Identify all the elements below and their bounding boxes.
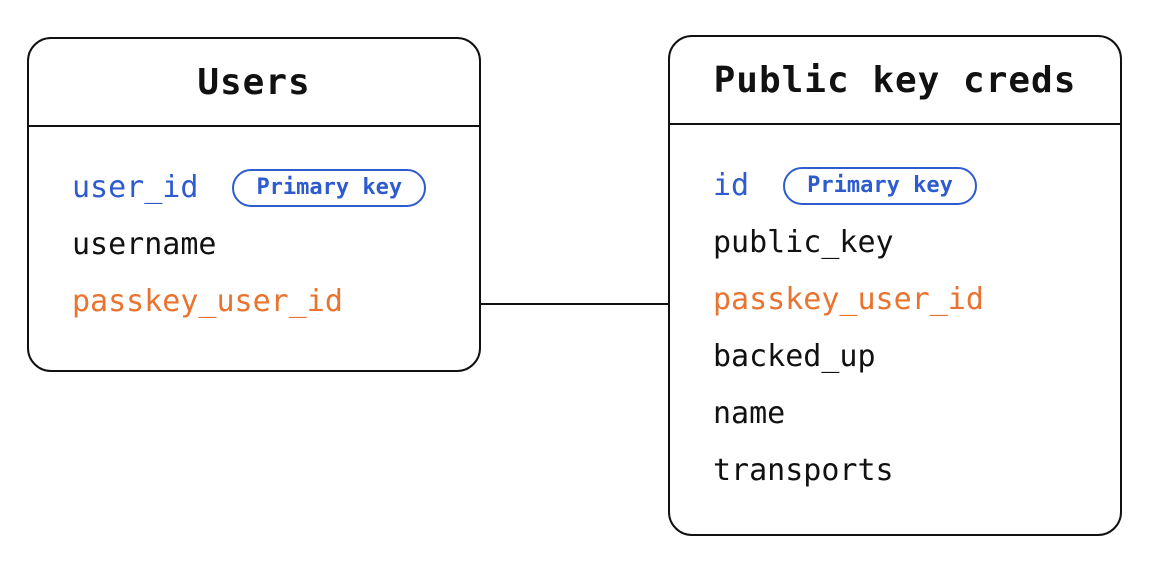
primary-key-badge: Primary key xyxy=(783,166,977,205)
field-name-public-key: public_key xyxy=(713,225,894,260)
table-users-header: Users xyxy=(29,39,479,127)
field-name-username: username xyxy=(72,227,217,262)
field-row: id Primary key xyxy=(713,157,1120,214)
field-name-passkey-user-id: passkey_user_id xyxy=(72,284,343,319)
field-row: passkey_user_id xyxy=(72,273,479,330)
field-row: username xyxy=(72,216,479,273)
field-name-id: id xyxy=(713,168,750,203)
field-name-passkey-user-id: passkey_user_id xyxy=(713,282,984,317)
table-users-fields: user_id Primary key username passkey_use… xyxy=(29,127,479,330)
field-name-transports: transports xyxy=(713,453,894,488)
field-row: public_key xyxy=(713,214,1120,271)
table-users: Users user_id Primary key username passk… xyxy=(27,37,481,372)
field-row: user_id Primary key xyxy=(72,159,479,216)
table-public-key-creds-fields: id Primary key public_key passkey_user_i… xyxy=(670,125,1120,499)
table-users-title: Users xyxy=(197,61,311,103)
field-row: backed_up xyxy=(713,328,1120,385)
table-public-key-creds-header: Public key creds xyxy=(670,37,1120,125)
table-public-key-creds-title: Public key creds xyxy=(713,59,1077,101)
field-row: transports xyxy=(713,442,1120,499)
field-name-backed-up: backed_up xyxy=(713,339,876,374)
field-name-user-id: user_id xyxy=(72,170,199,205)
field-row: name xyxy=(713,385,1120,442)
relationship-connector-line xyxy=(481,303,668,305)
table-public-key-creds: Public key creds id Primary key public_k… xyxy=(668,35,1122,536)
primary-key-badge: Primary key xyxy=(232,168,427,207)
field-name-name: name xyxy=(713,396,786,431)
field-row: passkey_user_id xyxy=(713,271,1120,328)
